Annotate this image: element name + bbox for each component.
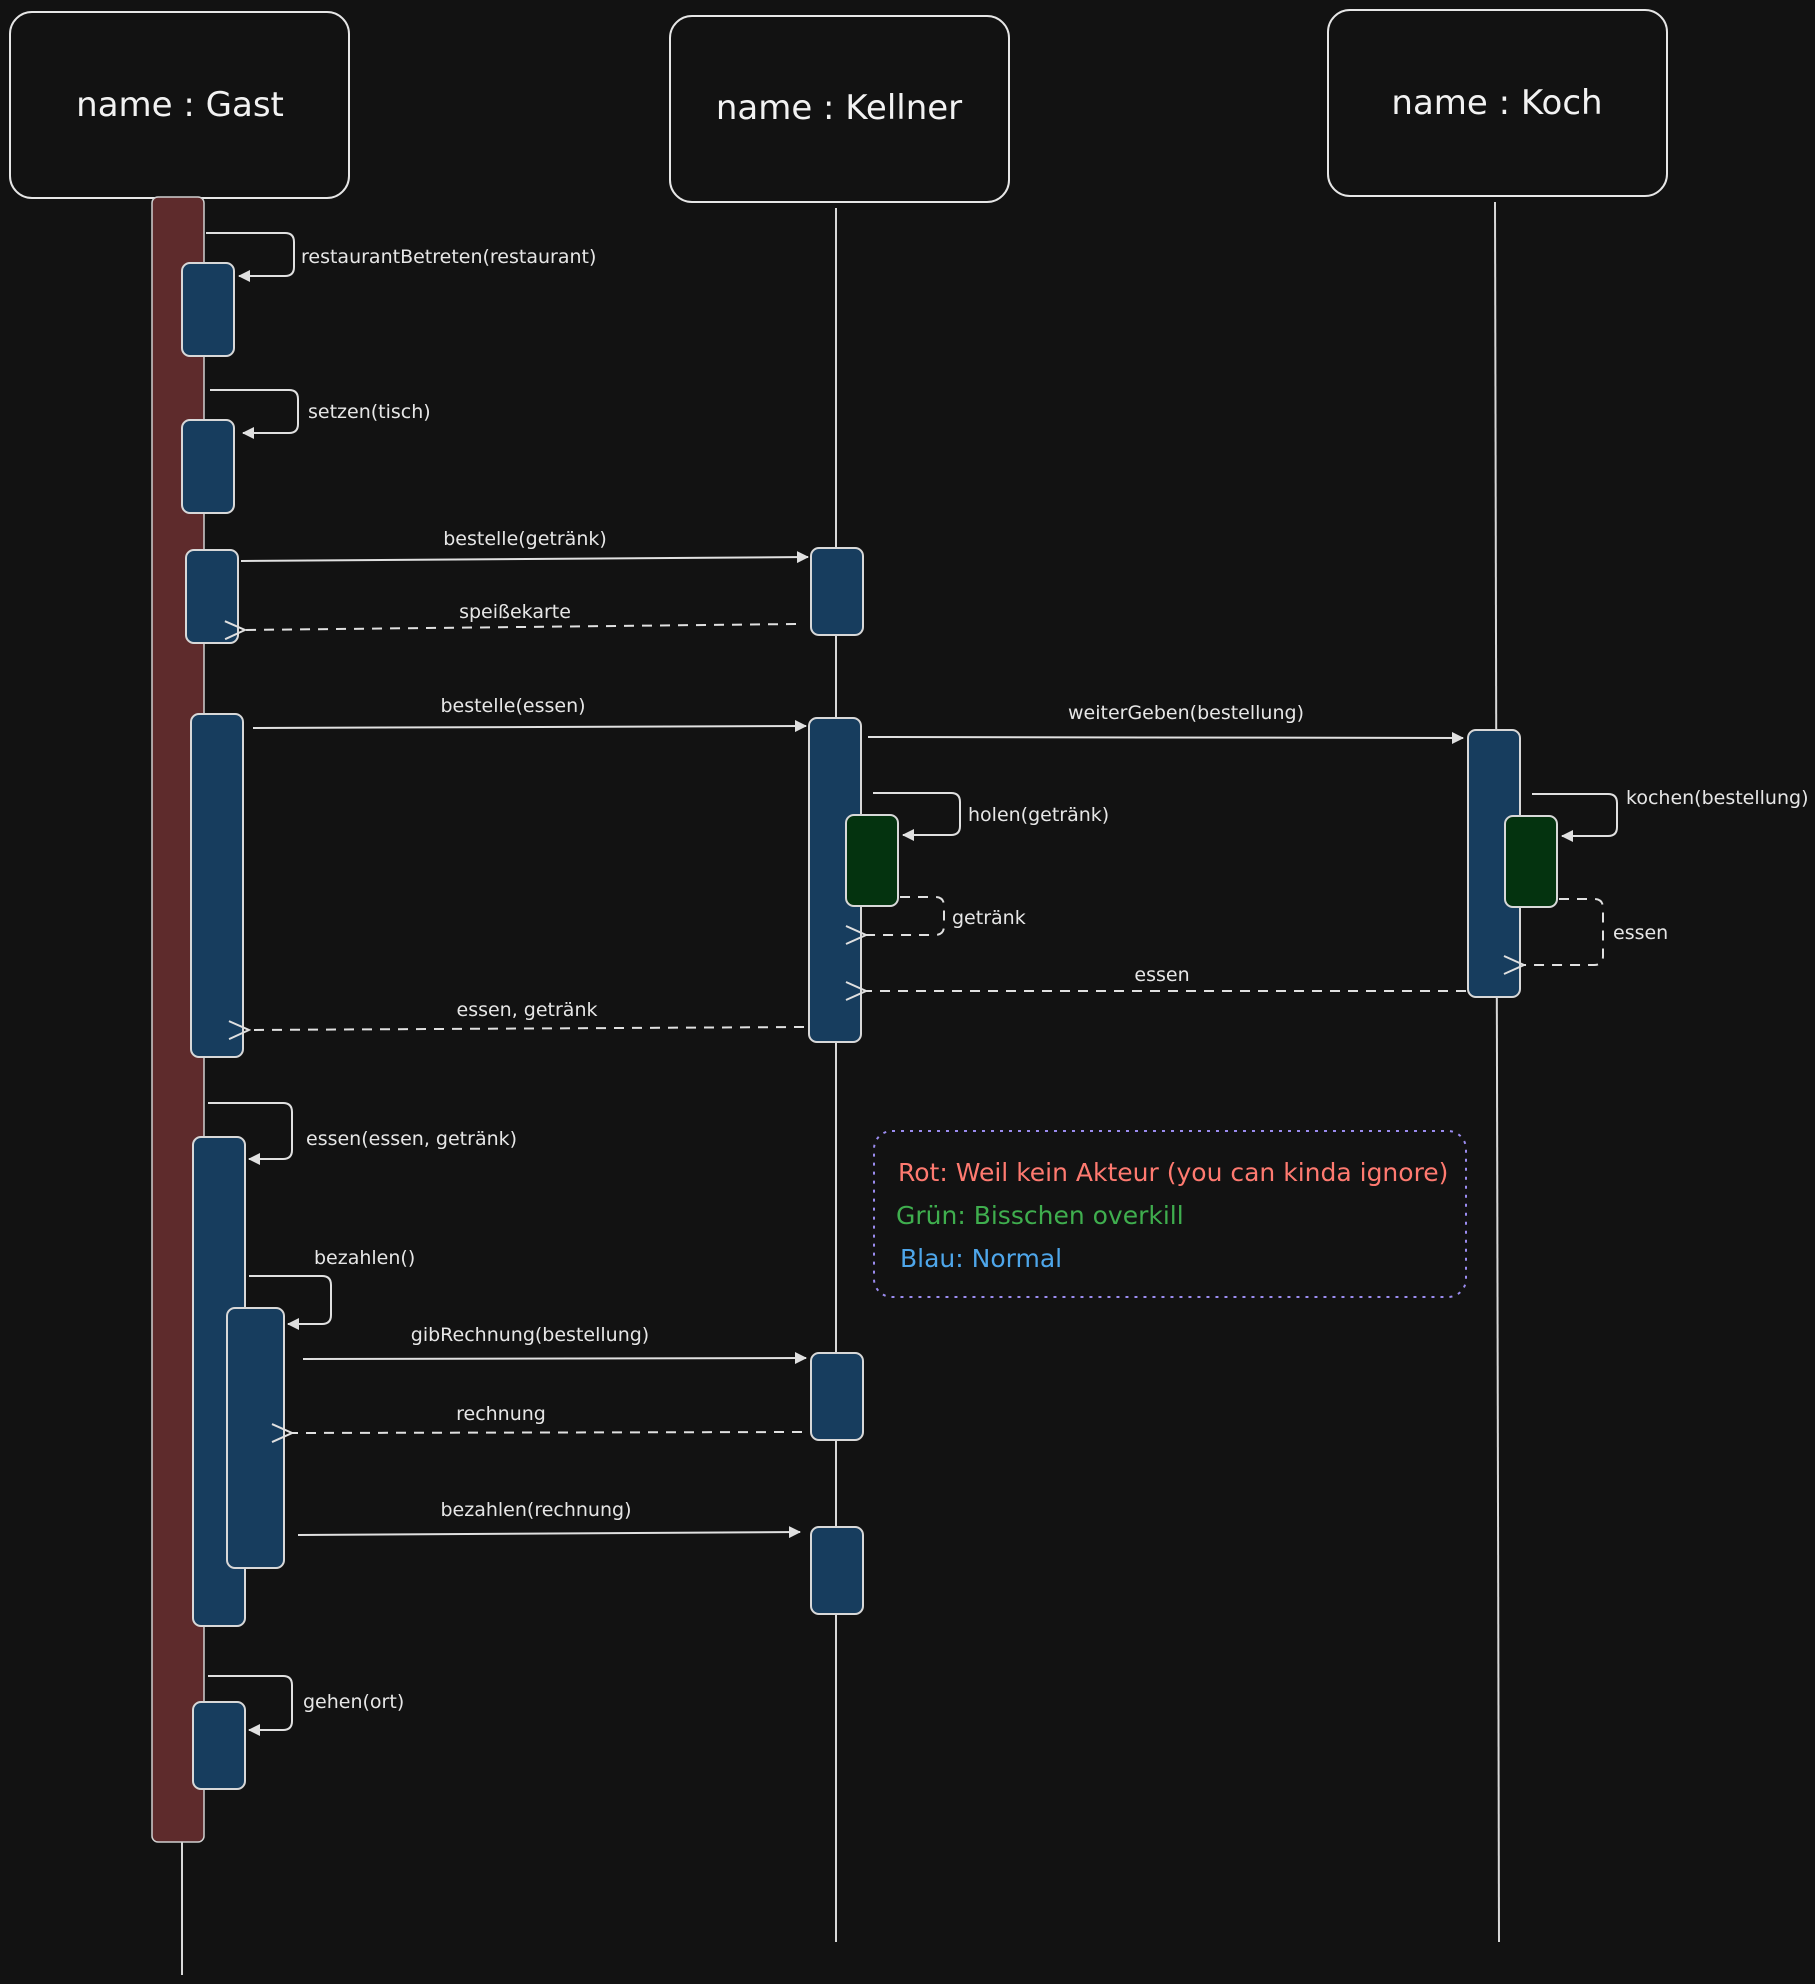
arrow-bestelle-essen [252, 720, 807, 733]
activation-gehen [192, 1701, 246, 1790]
activation-koch-kochen [1504, 815, 1558, 908]
label-setzen: setzen(tisch) [308, 401, 431, 423]
activation-bestelle-getraenk [185, 549, 239, 644]
legend-box [873, 1130, 1467, 1298]
lifeline-koch [1494, 201, 1500, 1943]
label-kochen: kochen(bestellung) [1626, 787, 1809, 809]
arrow-kochen [1532, 793, 1618, 842]
label-gib-rechnung: gibRechnung(bestellung) [411, 1324, 649, 1346]
arrow-bezahlen-rechnung [297, 1526, 801, 1539]
activation-kellner-getraenk [810, 547, 864, 636]
label-holen: holen(getränk) [968, 804, 1109, 826]
legend: Rot: Weil kein Akteur (you can kinda ign… [873, 1130, 1467, 1298]
participant-koch-label: name : Koch [1391, 83, 1602, 123]
arrow-speisekarte [245, 624, 797, 630]
legend-blau: Blau: Normal [900, 1244, 1062, 1273]
arrow-bezahlen-self [249, 1275, 332, 1330]
label-speisekarte: speißekarte [459, 601, 571, 623]
label-essen-return: essen [1134, 964, 1189, 986]
activation-setzen [181, 419, 235, 514]
arrow-restaurant-betreten [206, 232, 295, 282]
participant-kellner-label: name : Kellner [716, 88, 962, 128]
activation-kellner-bezahlen [810, 1526, 864, 1615]
activation-kellner-rechnung [810, 1352, 864, 1441]
legend-rot: Rot: Weil kein Akteur (you can kinda ign… [898, 1158, 1448, 1187]
arrow-holen [873, 792, 961, 841]
label-essen-getraenk-return: essen, getränk [457, 999, 598, 1021]
label-essen-self: essen(essen, getränk) [306, 1128, 517, 1150]
activation-bestelle-essen [190, 713, 244, 1058]
label-gehen: gehen(ort) [303, 1691, 404, 1713]
label-getraenk-return: getränk [952, 907, 1026, 929]
participant-kellner: name : Kellner [669, 15, 1010, 203]
arrow-bestelle-getraenk [240, 551, 809, 564]
label-weitergeben: weiterGeben(bestellung) [1068, 702, 1304, 724]
activation-bezahlen [226, 1307, 285, 1569]
arrow-rechnung-return [292, 1432, 803, 1433]
arrow-setzen [210, 389, 299, 439]
label-bestelle-essen: bestelle(essen) [440, 695, 585, 717]
label-essen-return-self: essen [1613, 922, 1668, 944]
participant-gast-label: name : Gast [76, 85, 284, 125]
arrow-essen-return-self [1524, 898, 1604, 965]
arrow-weitergeben [867, 731, 1464, 744]
arrow-essen-self [208, 1102, 293, 1165]
activation-kellner-holen [845, 814, 899, 907]
participant-gast: name : Gast [9, 11, 350, 199]
arrow-gehen [208, 1675, 293, 1736]
label-restaurant-betreten: restaurantBetreten(restaurant) [301, 246, 596, 268]
legend-gruen: Grün: Bisschen overkill [896, 1201, 1184, 1230]
arrow-essen-getraenk-return [249, 1027, 805, 1030]
label-bezahlen-self: bezahlen() [314, 1247, 415, 1269]
label-bezahlen-rechnung: bezahlen(rechnung) [440, 1499, 631, 1521]
participant-koch: name : Koch [1327, 9, 1668, 197]
label-rechnung-return: rechnung [456, 1403, 546, 1425]
arrow-getraenk-return [866, 896, 945, 935]
activation-restaurant-betreten [181, 262, 235, 357]
arrow-gib-rechnung [302, 1352, 807, 1365]
label-bestelle-getraenk: bestelle(getränk) [443, 528, 607, 550]
